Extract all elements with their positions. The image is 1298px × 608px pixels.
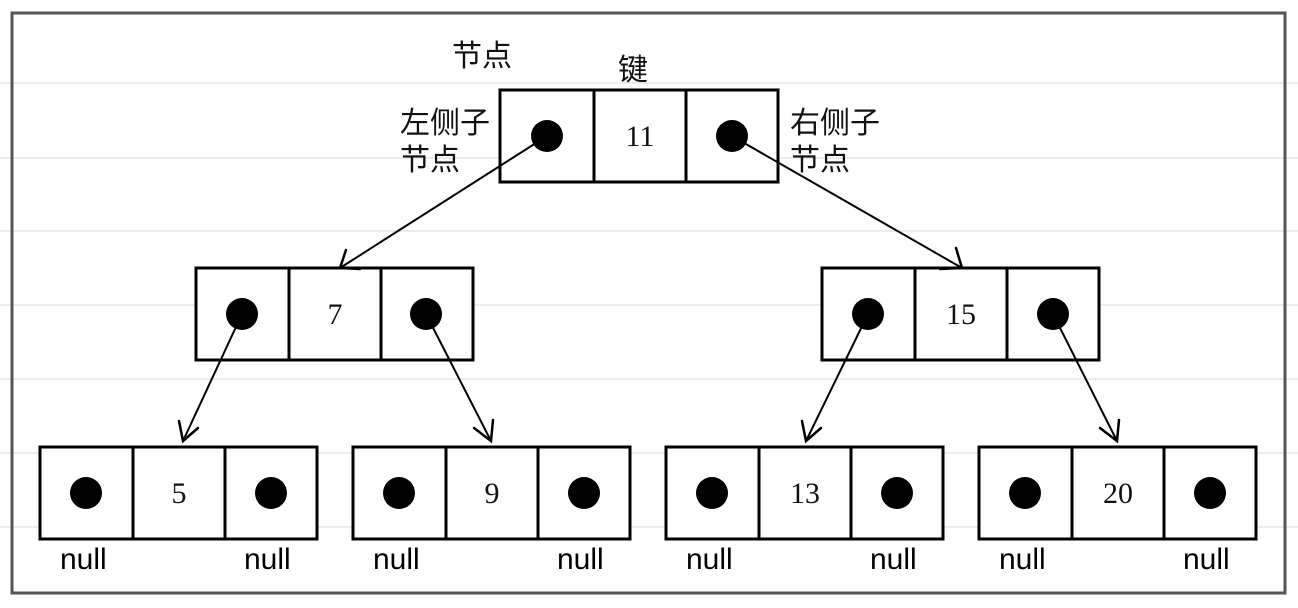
left-pointer-dot xyxy=(70,477,102,509)
label-right-child-line2: 节点 xyxy=(790,143,850,178)
label-left-child-line2: 节点 xyxy=(400,143,460,178)
left-pointer-dot xyxy=(1009,477,1041,509)
edge-7-to-5 xyxy=(177,313,243,444)
left-pointer-cell xyxy=(820,266,917,362)
label-left-child-line1: 左侧子 xyxy=(400,106,490,141)
edge-7-to-9 xyxy=(425,313,495,444)
node-key: 13 xyxy=(790,477,820,510)
node-key: 7 xyxy=(328,298,343,331)
key-cell xyxy=(592,88,688,184)
edge-11-to-15 xyxy=(731,135,964,271)
right-pointer-cell xyxy=(684,88,780,184)
left-pointer-dot xyxy=(696,477,728,509)
node-key: 20 xyxy=(1103,477,1133,510)
node-key: 11 xyxy=(626,120,655,153)
right-null-label: null xyxy=(244,543,291,576)
right-pointer-dot xyxy=(881,477,913,509)
key-cell xyxy=(913,266,1009,362)
right-pointer-dot xyxy=(255,477,287,509)
node-key: 9 xyxy=(485,477,500,510)
left-pointer-dot xyxy=(383,477,415,509)
right-pointer-cell xyxy=(223,445,319,541)
tree-node-20: 20 null null xyxy=(977,445,1258,576)
label-key: 键 xyxy=(618,53,648,88)
label-right-child-line1: 右侧子 xyxy=(790,106,880,141)
tree-node-7: 7 xyxy=(194,266,475,362)
edge-15-to-20 xyxy=(1052,313,1121,444)
right-pointer-dot xyxy=(568,477,600,509)
right-null-label: null xyxy=(557,543,604,576)
tree-node-15: 15 xyxy=(820,266,1101,362)
edge-15-to-13 xyxy=(800,313,869,444)
right-pointer-dot xyxy=(1194,477,1226,509)
node-key: 15 xyxy=(946,298,976,331)
key-cell xyxy=(1070,445,1166,541)
edge-11-to-7 xyxy=(338,135,548,271)
tree-node-9: 9 null null xyxy=(351,445,632,576)
right-null-label: null xyxy=(870,543,917,576)
tree-node-11: 11 xyxy=(498,88,780,184)
left-null-label: null xyxy=(373,543,420,576)
left-null-label: null xyxy=(686,543,733,576)
key-cell xyxy=(757,445,853,541)
key-cell xyxy=(131,445,227,541)
left-null-label: null xyxy=(60,543,107,576)
right-null-label: null xyxy=(1183,543,1230,576)
tree-node-13: 13 null null xyxy=(664,445,945,576)
diagram-border xyxy=(10,11,1287,595)
tree-node-5: 5 null null xyxy=(38,445,319,576)
key-cell xyxy=(444,445,540,541)
label-node: 节点 xyxy=(452,39,512,74)
node-key: 5 xyxy=(172,477,187,510)
left-null-label: null xyxy=(999,543,1046,576)
